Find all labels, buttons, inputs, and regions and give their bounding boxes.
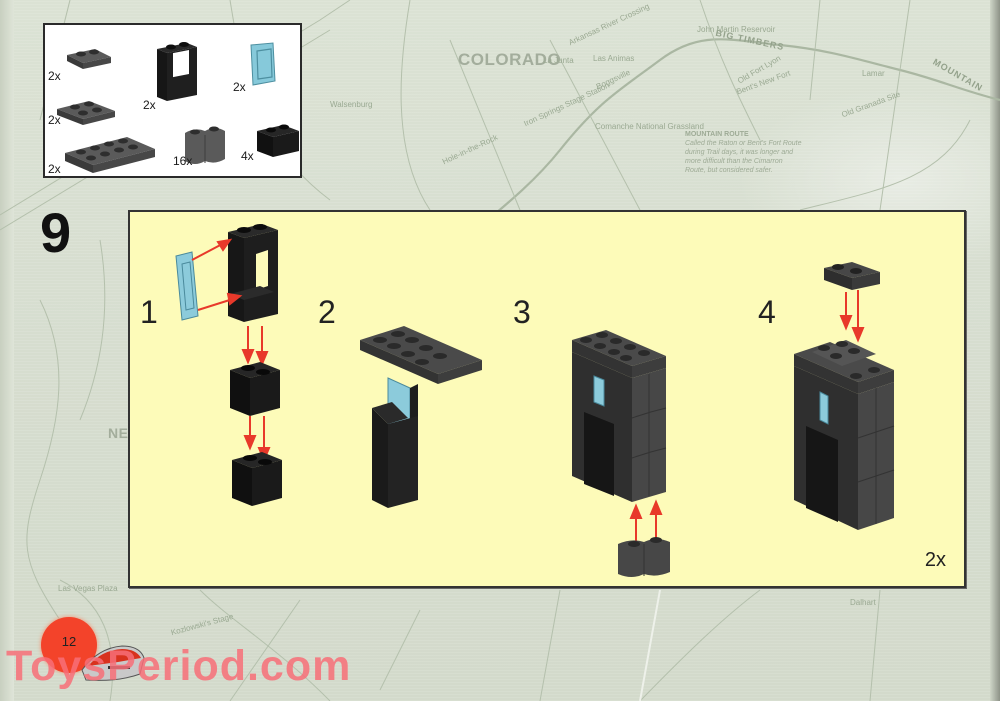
sub-step-label: 4 — [758, 294, 776, 330]
route-note-text: Called the Raton or Bent's Fort Route du… — [685, 140, 802, 174]
plate-2x2-icon — [57, 101, 115, 125]
part-qty: 2x — [48, 69, 61, 83]
route-note-title: MOUNTAIN ROUTE — [685, 131, 749, 138]
map-place-label: Las Animas — [593, 54, 635, 63]
step-3-illustration — [572, 330, 670, 577]
part-qty: 4x — [241, 149, 254, 163]
window-frame-icon — [157, 42, 197, 101]
page-number: 12 — [61, 634, 77, 649]
map-place-label: Walsenburg — [330, 100, 373, 109]
map-place-label: Comanche National Grassland — [595, 122, 704, 131]
watermark: ToysPeriod.com — [6, 642, 352, 690]
round-brick-1x2-icon — [185, 126, 225, 164]
part-qty: 2x — [143, 98, 156, 112]
step-2-illustration — [360, 326, 482, 508]
binding-spine — [0, 0, 14, 701]
parts-list: 2x 2x 2x 2x — [43, 23, 302, 178]
train-icon — [81, 645, 145, 681]
plate-2x4-icon — [65, 137, 155, 173]
sub-step-label: 1 — [140, 294, 158, 330]
sub-step-label: 3 — [513, 294, 531, 330]
instruction-panel: 1 2 3 4 — [128, 210, 966, 588]
plate-1x2-icon — [67, 49, 111, 69]
build-multiplier: 2x — [924, 549, 946, 571]
step-4-illustration — [794, 262, 895, 530]
map-place-label: Dalhart — [850, 598, 876, 607]
part-qty: 2x — [48, 162, 61, 176]
part-qty: 2x — [48, 113, 61, 127]
sub-step-label: 2 — [318, 294, 336, 330]
window-glass-icon — [250, 42, 276, 86]
map-route-note: MOUNTAIN ROUTE Called the Raton or Bent'… — [685, 130, 805, 175]
step-number: 9 — [40, 201, 72, 264]
page-edge — [990, 0, 1000, 701]
part-qty: 2x — [233, 80, 246, 94]
map-place-label: Las Vegas Plaza — [58, 584, 118, 593]
map-place-label: Lamar — [862, 69, 885, 78]
map-state-label: COLORADO — [458, 50, 562, 69]
map-place-label: La Junta — [543, 56, 574, 65]
step-1-illustration — [175, 224, 282, 506]
map-state-label-partial: NE — [108, 425, 129, 441]
part-qty: 16x — [173, 154, 193, 168]
map-place-label: John Martin Reservoir — [697, 25, 776, 34]
brick-1x2-black-icon — [257, 124, 299, 157]
